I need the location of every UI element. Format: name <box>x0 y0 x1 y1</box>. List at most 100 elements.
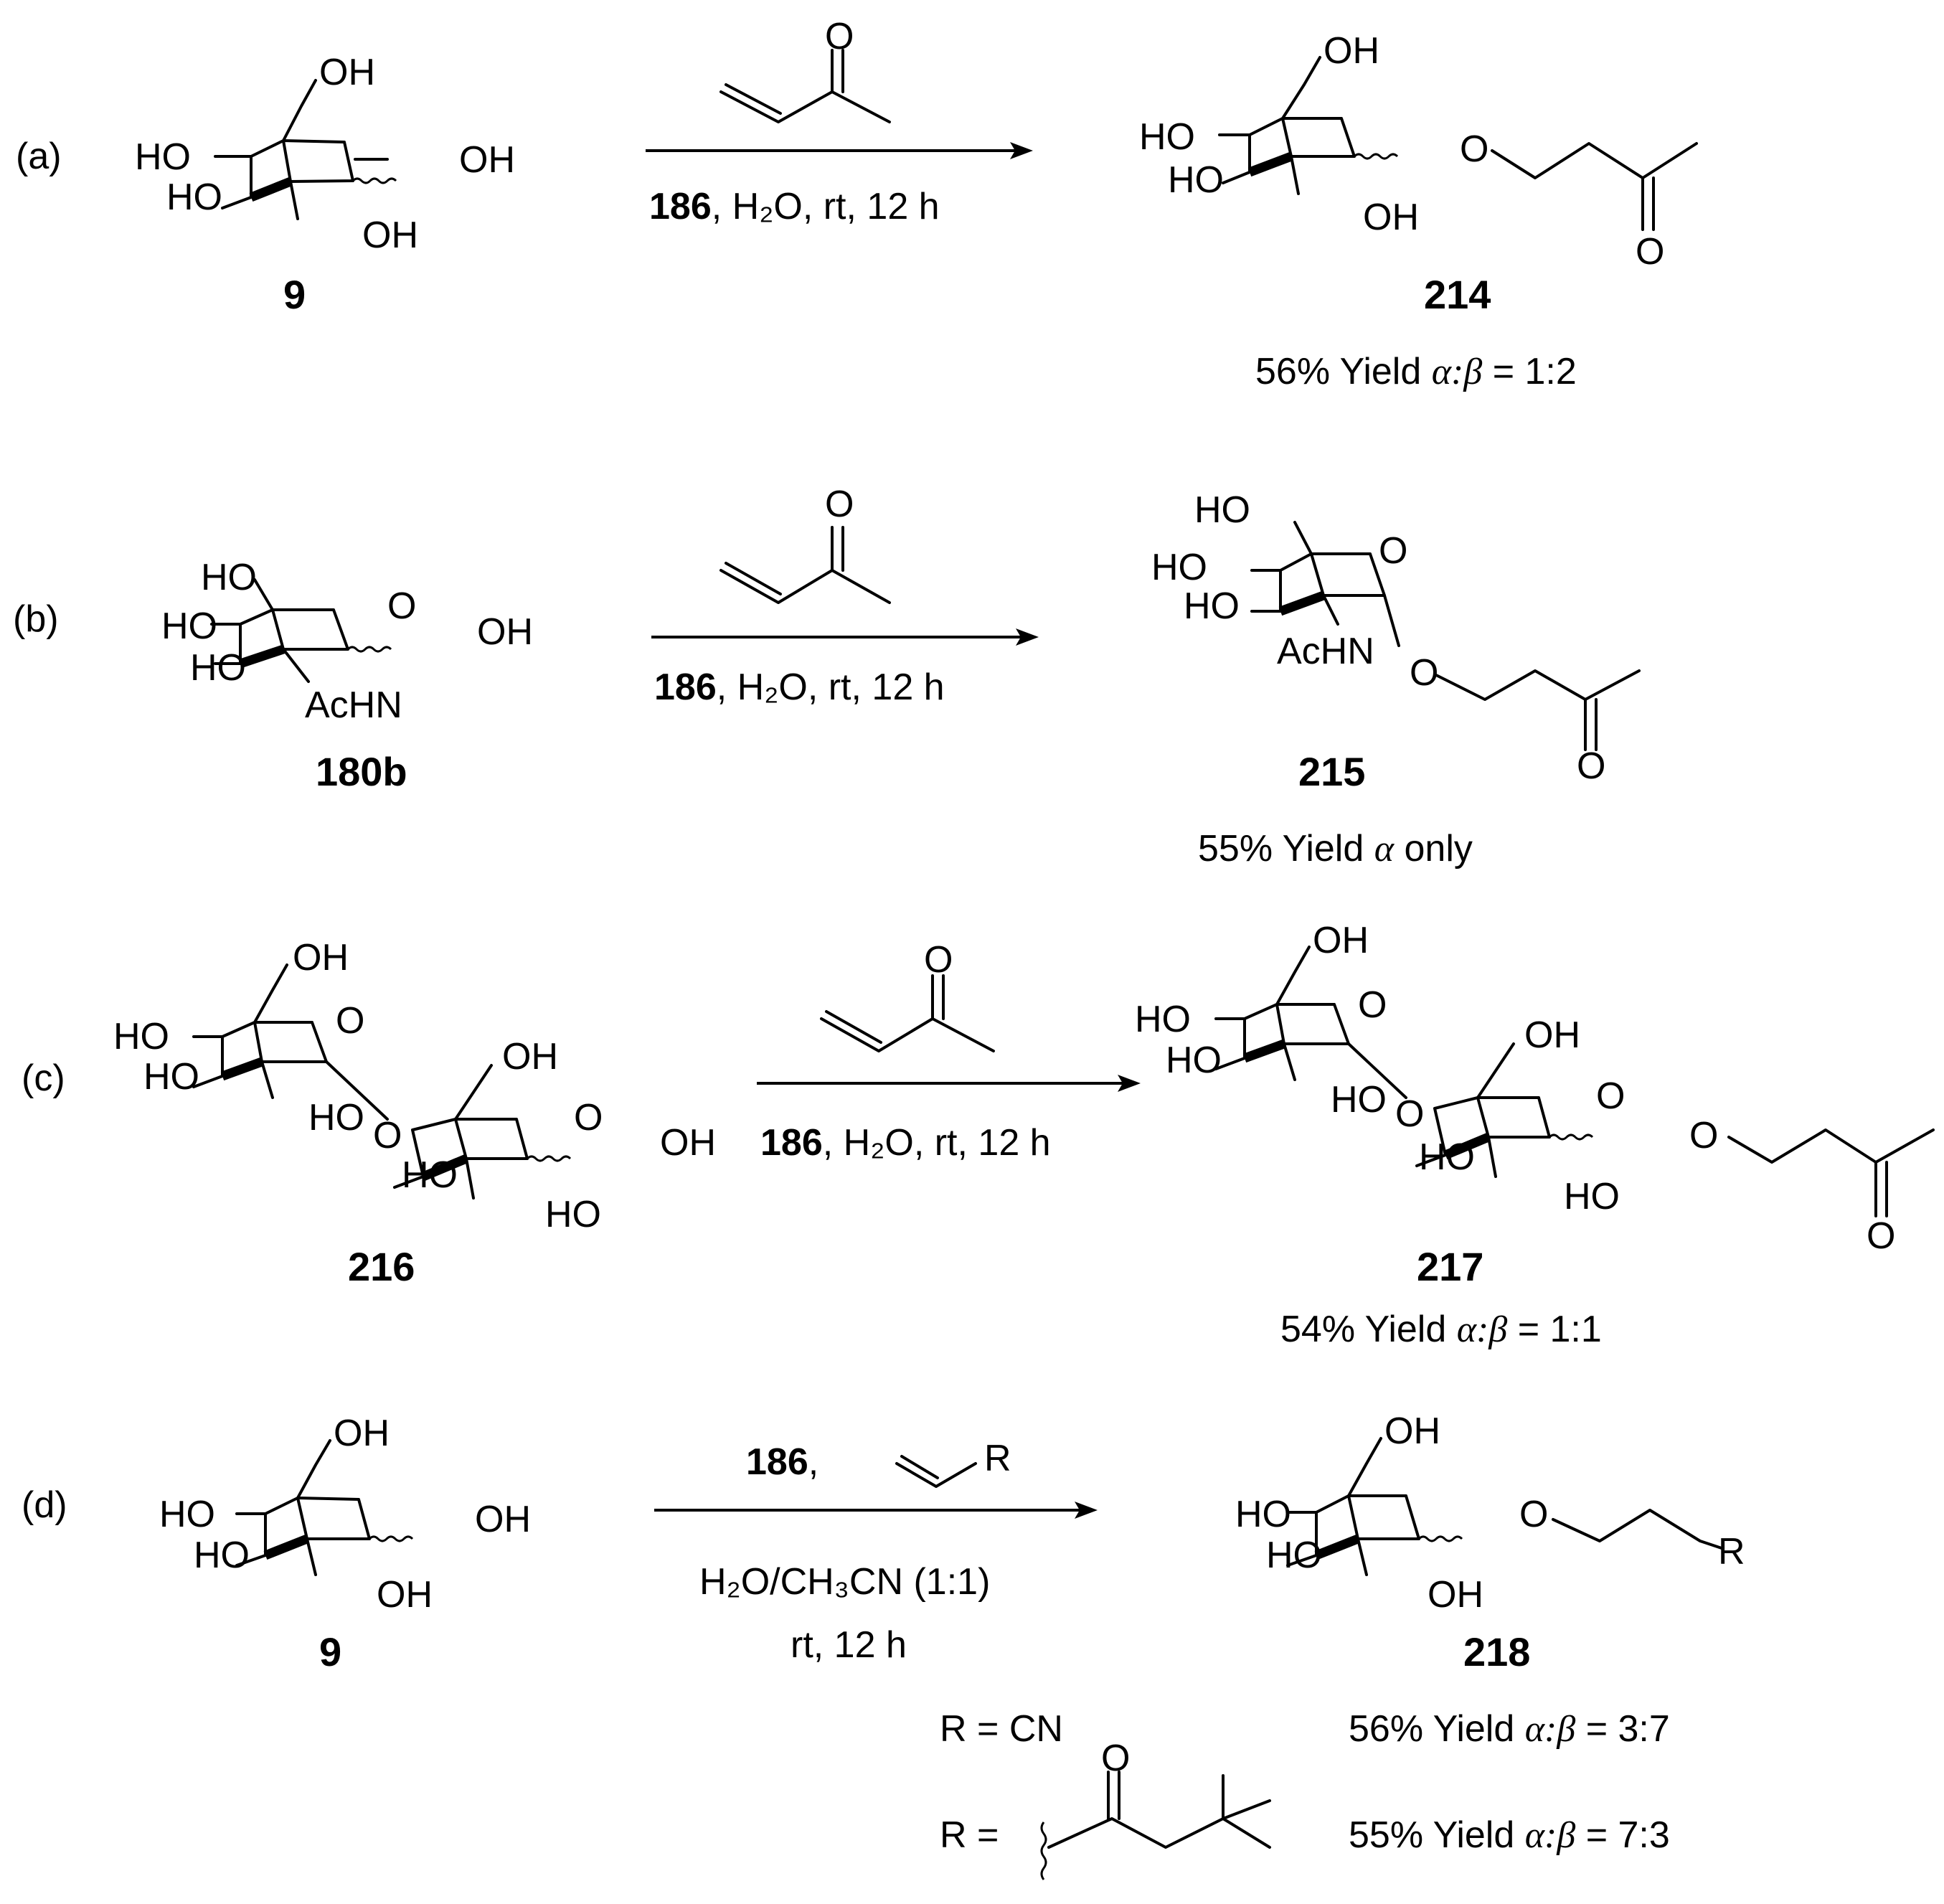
prod-b-oh4: HO <box>1151 547 1207 588</box>
panel-d-starting-material: OH HO HO OH OH 9 <box>159 1413 531 1674</box>
prod-c-a-oh2: HO <box>1331 1079 1387 1121</box>
compound-214-label: 214 <box>1424 272 1491 317</box>
prod-a-oh3: HO <box>1168 159 1224 201</box>
panel-b-reagent: O <box>719 484 891 604</box>
panel-b-product: HO HO HO O AcHN O O 215 55% Yield α only <box>1151 489 1641 869</box>
prod-c-b-oh2: HO <box>1564 1176 1620 1217</box>
prod-c-link-o: O <box>1395 1093 1424 1135</box>
yield-d-1: 56% Yield α:β = 3:7 <box>1349 1708 1670 1750</box>
sm-b-oh3: HO <box>190 647 246 689</box>
prod-d-oh6: OH <box>1384 1410 1440 1452</box>
reagent-a-carbonyl-o: O <box>825 16 854 57</box>
sm-a-oh4: HO <box>135 136 191 178</box>
prod-d-oh2: OH <box>1428 1574 1483 1616</box>
panel-b: (b) HO HO HO O OH AcHN 180b O 186, H₂O, … <box>13 484 1641 869</box>
prod-c-b-o5: O <box>1596 1075 1625 1117</box>
prod-a-oh2: OH <box>1363 197 1419 238</box>
prod-b-ketone-o: O <box>1577 745 1605 787</box>
r2-structure: O <box>1040 1738 1271 1880</box>
panel-a: (a) OH HO HO OH OH 9 O 186, H₂O, rt, 12 … <box>16 16 1698 392</box>
arrowhead-b <box>1016 628 1039 646</box>
yield-c: 54% Yield α:β = 1:1 <box>1280 1309 1602 1350</box>
arrowhead-d <box>1075 1502 1098 1519</box>
prod-d-oh3: HO <box>1266 1535 1322 1576</box>
prod-d-oh4: HO <box>1235 1494 1291 1535</box>
panel-a-starting-material: OH HO HO OH OH 9 <box>135 52 515 317</box>
arrowhead-a <box>1010 142 1033 159</box>
sm-d-oh6: OH <box>334 1413 390 1454</box>
prod-c-a-oh3: HO <box>1166 1040 1222 1081</box>
prod-c-b-oh3: HO <box>1419 1136 1475 1178</box>
sm-d-oh1: OH <box>475 1499 531 1540</box>
sm-d-oh3: HO <box>194 1535 250 1576</box>
prod-b-oh6: HO <box>1194 489 1250 531</box>
panel-b-label: (b) <box>13 598 59 640</box>
conditions-c: 186, H₂O, rt, 12 h <box>760 1122 1051 1164</box>
alkene-r: R <box>984 1438 1011 1479</box>
yield-b: 55% Yield α only <box>1198 828 1473 869</box>
r2-carbonyl-o: O <box>1101 1738 1130 1779</box>
prod-d-r: R <box>1718 1531 1745 1573</box>
sm-b-o5: O <box>387 585 416 627</box>
prod-c-ketone-o: O <box>1867 1215 1895 1257</box>
prod-b-nhac: AcHN <box>1277 631 1374 672</box>
panel-c-reagent: O <box>820 939 995 1052</box>
sm-c-b-oh3: HO <box>402 1154 458 1196</box>
panel-d-label: (d) <box>22 1484 67 1526</box>
sm-d-oh4: HO <box>159 1494 215 1535</box>
sm-c-b-oh2: HO <box>545 1194 601 1235</box>
sm-b-nhac: AcHN <box>305 684 402 726</box>
prod-c-a-oh6: OH <box>1313 920 1369 961</box>
compound-9-label: 9 <box>283 272 306 317</box>
sm-a-oh3: HO <box>166 176 222 218</box>
sm-c-a-oh6: OH <box>293 937 349 979</box>
panel-c-product: OH HO HO O HO O OH O HO HO O O 217 54% Y… <box>1135 920 1935 1350</box>
sm-c-b-oh1: OH <box>660 1122 716 1164</box>
sm-b-oh6: HO <box>201 557 257 598</box>
reagent-c-carbonyl-o: O <box>924 939 953 981</box>
prod-c-a-o5: O <box>1358 984 1387 1026</box>
conditions-d-top: 186, <box>746 1441 818 1483</box>
sm-c-b-oh6: OH <box>502 1036 558 1078</box>
yield-d-2: 55% Yield α:β = 7:3 <box>1349 1814 1670 1856</box>
panel-c-starting-material: OH HO HO O HO O OH O OH HO HO 216 <box>113 937 716 1289</box>
sm-c-a-oh3: HO <box>143 1056 199 1098</box>
panel-c: (c) OH HO HO O HO O OH O OH HO HO 216 <box>22 920 1935 1350</box>
panel-a-label: (a) <box>16 136 62 177</box>
prod-b-o1: O <box>1410 652 1438 694</box>
prod-a-ketone-o: O <box>1636 231 1664 273</box>
sm-b-oh4: HO <box>161 605 217 647</box>
sm-c-a-o5: O <box>336 1000 364 1042</box>
compound-216-label: 216 <box>348 1244 415 1289</box>
panel-a-product: OH HO HO OH O O 214 56% Yield α:β = 1:2 <box>1139 30 1698 392</box>
sm-a-oh2: OH <box>362 215 418 256</box>
compound-218-label: 218 <box>1463 1629 1530 1674</box>
arrowhead-c <box>1118 1075 1141 1092</box>
sm-d-oh2: OH <box>377 1574 433 1616</box>
conditions-b: 186, H₂O, rt, 12 h <box>654 666 945 708</box>
sm-a-oh6: OH <box>319 52 375 93</box>
conditions-d-line1: H₂O/CH₃CN (1:1) <box>699 1561 990 1603</box>
compound-180b-label: 180b <box>316 749 407 794</box>
sm-c-a-oh2: HO <box>308 1097 364 1139</box>
conditions-d-line2: rt, 12 h <box>791 1624 907 1666</box>
conditions-a: 186, H₂O, rt, 12 h <box>649 186 940 227</box>
prod-a-oh4: HO <box>1139 116 1195 158</box>
panel-d-alkene: R <box>895 1438 1011 1488</box>
prod-b-o5: O <box>1379 530 1407 572</box>
sm-a-oh1: OH <box>459 139 515 181</box>
sm-b-oh1: OH <box>477 611 533 653</box>
panel-d: (d) OH HO HO OH OH 9 186, R H₂O/CH₃CN (1… <box>22 1410 1745 1880</box>
prod-c-a-oh4: HO <box>1135 999 1191 1040</box>
panel-d-product: OH HO HO OH O R 218 <box>1235 1410 1745 1674</box>
panel-c-label: (c) <box>22 1057 65 1099</box>
r2-definition: R = <box>940 1814 999 1856</box>
panel-a-reagent: O <box>719 16 891 123</box>
prod-d-o1: O <box>1519 1494 1548 1535</box>
r1-definition: R = CN <box>940 1708 1063 1750</box>
sm-c-b-o5: O <box>574 1097 603 1139</box>
prod-b-oh3: HO <box>1184 585 1240 627</box>
prod-c-o1: O <box>1689 1115 1718 1156</box>
compound-9d-label: 9 <box>319 1629 341 1674</box>
